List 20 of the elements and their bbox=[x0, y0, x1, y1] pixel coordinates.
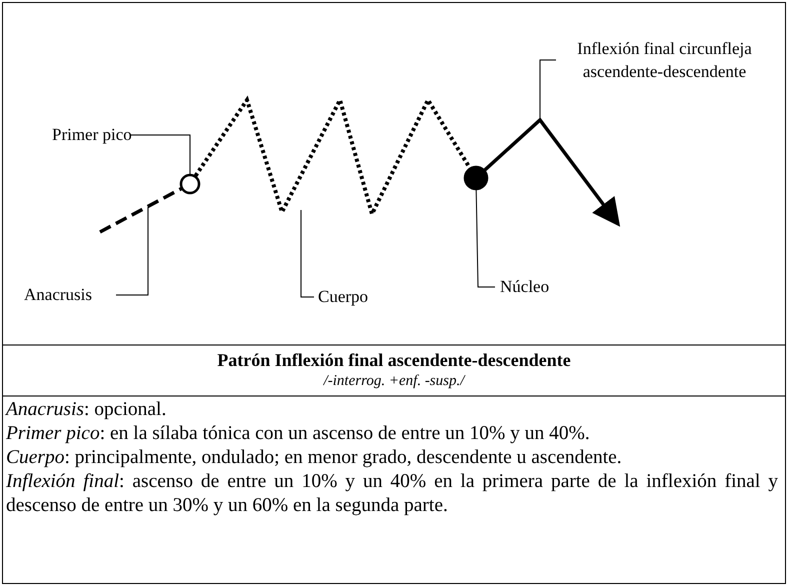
callout-label: Núcleo bbox=[500, 275, 580, 298]
description-text: Primer pico: en la sílaba tónica con un ascenso de entre un 10% y un 40%. bbox=[6, 422, 591, 446]
table-subheading: /-interrog. +enf. -susp./ bbox=[322, 372, 466, 390]
description-text: Cuerpo: principalmente, ondulado; en menor grado, descendente u ascendente. bbox=[6, 446, 623, 470]
table-heading: Patrón Inflexión final ascendente-descendente bbox=[216, 349, 572, 372]
description-text: Inflexión final: ascenso de entre un 10% y un 40% en la primera parte de la inflexión final y descenso de entre un 30% y un 60% en la segunda parte. bbox=[6, 470, 778, 518]
dashed-contour-line bbox=[99, 187, 182, 234]
leader-line bbox=[130, 134, 190, 174]
callout-label: Inflexión final circunfleja ascendente-descendente bbox=[562, 37, 767, 83]
leader-line bbox=[476, 190, 496, 288]
open-circle-marker bbox=[180, 174, 200, 194]
callout-label: Anacrusis bbox=[24, 283, 114, 306]
leader-line bbox=[540, 60, 556, 118]
callout-label: Primer pico bbox=[52, 123, 142, 146]
filled-circle-marker bbox=[464, 166, 488, 190]
callout-label: Cuerpo bbox=[318, 285, 398, 308]
description-text: Anacrusis: opcional. bbox=[6, 398, 168, 422]
contour-arrow bbox=[484, 117, 620, 227]
leader-line bbox=[300, 210, 314, 298]
leader-line bbox=[116, 206, 148, 296]
